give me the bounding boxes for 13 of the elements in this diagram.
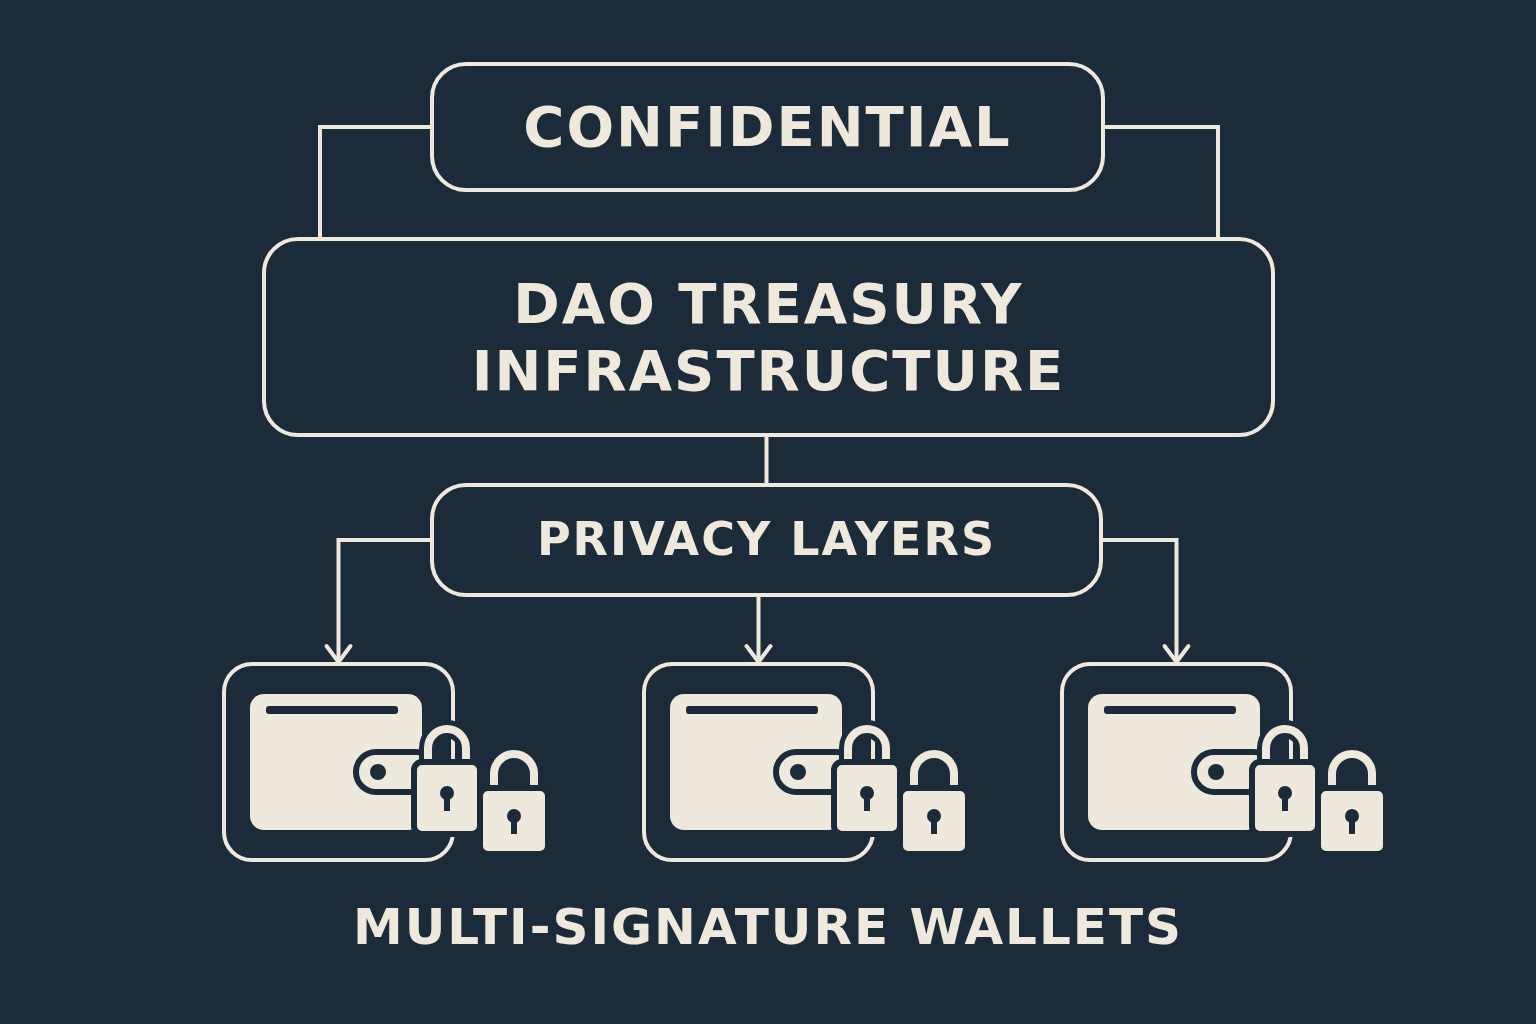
connector-line [764,437,769,483]
arrow [324,538,430,664]
box-title: DAO TREASURY INFRASTRUCTURE [470,269,1067,405]
arrow [744,597,773,664]
connector-line [318,125,430,237]
connector-line [1105,125,1220,237]
box-title: PRIVACY LAYERS [536,512,997,568]
arrow [1103,538,1191,664]
process-box [430,483,1103,597]
process-box [430,62,1105,192]
caption-text: MULTI-SIGNATURE WALLETS [353,898,1184,956]
box-title: CONFIDENTIAL [523,93,1012,161]
process-box [262,237,1275,437]
